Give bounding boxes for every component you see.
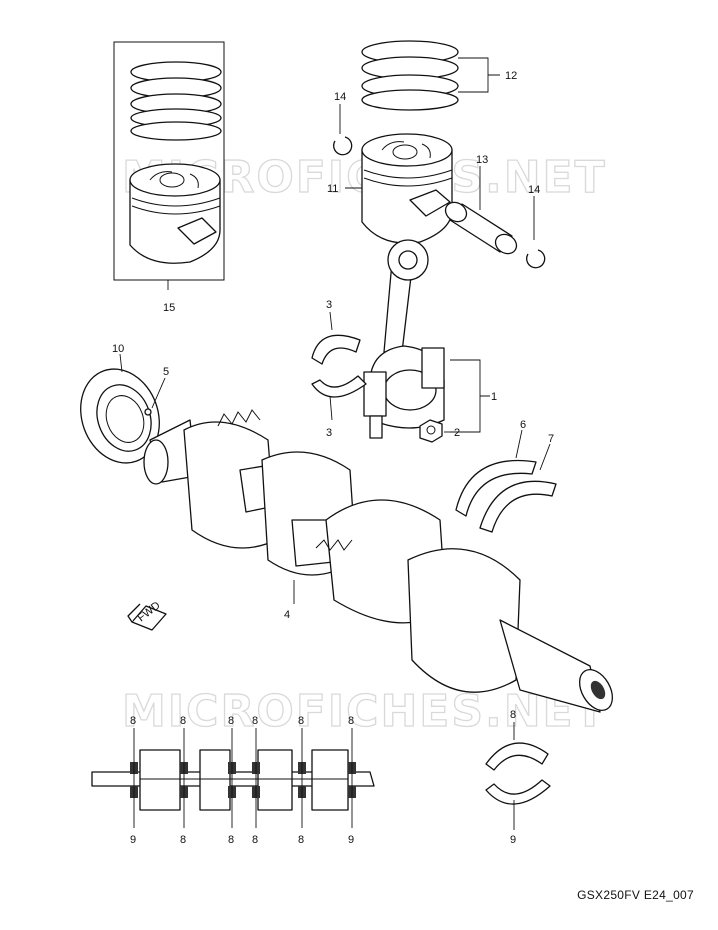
piston[interactable]: [361, 133, 453, 244]
callout-6: 6: [520, 419, 526, 431]
callout-8-a: 8: [130, 715, 136, 727]
diagram-code: GSX250FV E24_007: [577, 888, 694, 902]
callout-8-h: 8: [228, 834, 234, 846]
callout-12: 12: [505, 70, 517, 82]
callout-9-a: 9: [130, 834, 136, 846]
crank-bearing-6[interactable]: [455, 459, 537, 517]
callout-8-i: 8: [252, 834, 258, 846]
crank-bearing-7[interactable]: [479, 480, 557, 533]
callout-3-top: 3: [326, 299, 332, 311]
conrod-bearing-upper[interactable]: [311, 334, 361, 365]
callout-15: 15: [163, 302, 175, 314]
connecting-rod[interactable]: [363, 239, 445, 439]
fwd-arrow: [127, 603, 167, 631]
callout-3-bottom: 3: [326, 427, 332, 439]
circlip-right[interactable]: [526, 249, 546, 269]
watermark-bottom: MICROFICHES.NET: [122, 686, 607, 737]
callout-14-left: 14: [334, 91, 346, 103]
callouts: 15 12 14 13 11 14 3 3 1 2 10 5 6 7 4 8 9…: [112, 70, 554, 846]
callout-8-c: 8: [228, 715, 234, 727]
callout-9-b: 9: [348, 834, 354, 846]
piston-pin[interactable]: [442, 199, 520, 258]
callout-8-g: 8: [180, 834, 186, 846]
leader-lines: [119, 57, 551, 830]
callout-8-right: 8: [510, 709, 516, 721]
conrod-bearing-lower[interactable]: [311, 375, 367, 398]
crankshaft[interactable]: [143, 409, 619, 716]
callout-13: 13: [476, 154, 488, 166]
nut[interactable]: [419, 419, 443, 443]
oil-seal[interactable]: [68, 358, 172, 474]
piston-set-box[interactable]: [113, 41, 225, 281]
callout-8-e: 8: [298, 715, 304, 727]
callout-14-right: 14: [528, 184, 540, 196]
callout-8-d: 8: [252, 715, 258, 727]
callout-9-right: 9: [510, 834, 516, 846]
callout-5: 5: [163, 366, 169, 378]
bearing-lower-9[interactable]: [485, 779, 551, 805]
callout-10: 10: [112, 343, 124, 355]
circlip-left[interactable]: [333, 136, 353, 156]
callout-4: 4: [284, 609, 290, 621]
callout-2: 2: [454, 427, 460, 439]
piston-rings[interactable]: [361, 40, 459, 111]
bearing-upper-8[interactable]: [485, 742, 549, 771]
callout-11: 11: [327, 183, 338, 195]
callout-8-j: 8: [298, 834, 304, 846]
callout-7: 7: [548, 433, 554, 445]
oring-5[interactable]: [144, 408, 152, 416]
callout-1: 1: [491, 391, 497, 403]
callout-8-b: 8: [180, 715, 186, 727]
crank-schematic: [91, 749, 375, 811]
callout-8-f: 8: [348, 715, 354, 727]
